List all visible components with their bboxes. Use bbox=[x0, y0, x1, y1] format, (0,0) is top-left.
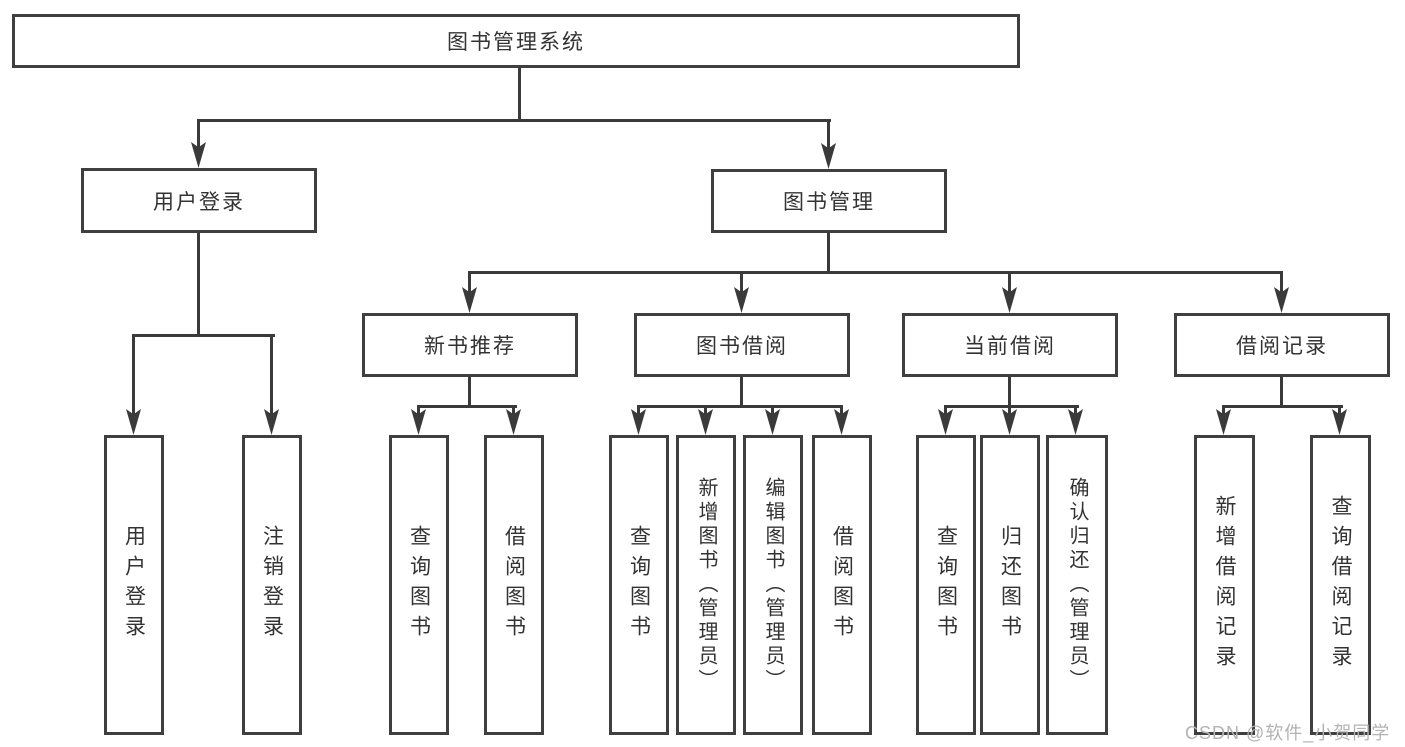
connector-line bbox=[132, 334, 275, 337]
node-user-login: 用户登录 bbox=[81, 168, 317, 233]
node-label: 查询借阅记录 bbox=[1329, 495, 1352, 675]
node-system-root: 图书管理系统 bbox=[12, 14, 1020, 68]
connector-line bbox=[518, 66, 521, 122]
connector-line bbox=[827, 233, 830, 274]
connector-line bbox=[417, 405, 517, 408]
node-label: 查询图书 bbox=[934, 525, 958, 645]
node-book-management: 图书管理 bbox=[711, 169, 947, 233]
connector-line bbox=[944, 405, 947, 419]
connector-line bbox=[740, 271, 743, 295]
connector-line bbox=[704, 405, 707, 419]
node-label: 借阅图书 bbox=[830, 525, 854, 645]
node-label: 归还图书 bbox=[998, 525, 1022, 645]
connector-line bbox=[827, 119, 830, 151]
connector-line bbox=[1008, 405, 1011, 419]
node-label: 编辑图书（管理员） bbox=[762, 477, 784, 693]
node-borrow-books-leaf: 借阅图书 bbox=[812, 435, 872, 735]
node-return-books: 归还图书 bbox=[980, 435, 1040, 735]
node-query-books-current: 查询图书 bbox=[916, 435, 976, 735]
connector-line bbox=[1008, 377, 1011, 408]
connector-line bbox=[197, 119, 200, 151]
connector-line bbox=[944, 405, 1079, 408]
connector-line bbox=[468, 377, 471, 408]
connector-line bbox=[468, 271, 471, 295]
node-current-borrow: 当前借阅 bbox=[902, 313, 1118, 377]
connector-line bbox=[740, 377, 743, 408]
connector-line bbox=[512, 405, 515, 419]
node-add-book-admin: 新增图书（管理员） bbox=[676, 435, 736, 735]
node-borrow-books-recommend: 借阅图书 bbox=[484, 435, 544, 735]
connector-line bbox=[637, 405, 843, 408]
node-query-books-recommend: 查询图书 bbox=[389, 435, 449, 735]
node-confirm-return-admin: 确认归还（管理员） bbox=[1046, 435, 1108, 735]
connector-line bbox=[1280, 271, 1283, 295]
connector-line bbox=[197, 233, 200, 337]
node-label: 用户登录 bbox=[122, 525, 146, 645]
connector-line bbox=[417, 405, 420, 419]
node-query-borrow-record: 查询借阅记录 bbox=[1310, 435, 1371, 735]
connector-line bbox=[270, 334, 273, 419]
node-add-borrow-record: 新增借阅记录 bbox=[1194, 435, 1255, 735]
node-label: 查询图书 bbox=[627, 525, 651, 645]
node-book-borrow: 图书借阅 bbox=[634, 313, 850, 377]
node-query-books-borrow: 查询图书 bbox=[609, 435, 669, 735]
connector-line bbox=[1222, 405, 1343, 408]
connector-line bbox=[637, 405, 640, 419]
connector-line bbox=[1338, 405, 1341, 419]
node-user-login-leaf: 用户登录 bbox=[104, 435, 164, 735]
connector-line bbox=[771, 405, 774, 419]
node-logout: 注销登录 bbox=[242, 435, 302, 735]
node-borrow-records: 借阅记录 bbox=[1174, 313, 1390, 377]
connector-line bbox=[840, 405, 843, 419]
node-label: 新增借阅记录 bbox=[1213, 495, 1236, 675]
connector-line bbox=[1222, 405, 1225, 419]
node-label: 确认归还（管理员） bbox=[1066, 477, 1088, 693]
connector-line bbox=[1008, 271, 1011, 295]
connector-line bbox=[1074, 405, 1077, 419]
connector-line bbox=[468, 271, 1283, 274]
node-new-book-recommend: 新书推荐 bbox=[362, 313, 578, 377]
csdn-watermark: CSDN @软件_小贺同学 bbox=[1185, 723, 1391, 743]
connector-line bbox=[132, 334, 135, 419]
node-label: 注销登录 bbox=[260, 525, 284, 645]
node-label: 借阅图书 bbox=[502, 525, 526, 645]
node-label: 新增图书（管理员） bbox=[695, 477, 717, 693]
connector-line bbox=[1280, 377, 1283, 408]
connector-line bbox=[197, 119, 831, 122]
node-label: 查询图书 bbox=[407, 525, 431, 645]
node-edit-book-admin: 编辑图书（管理员） bbox=[743, 435, 803, 735]
